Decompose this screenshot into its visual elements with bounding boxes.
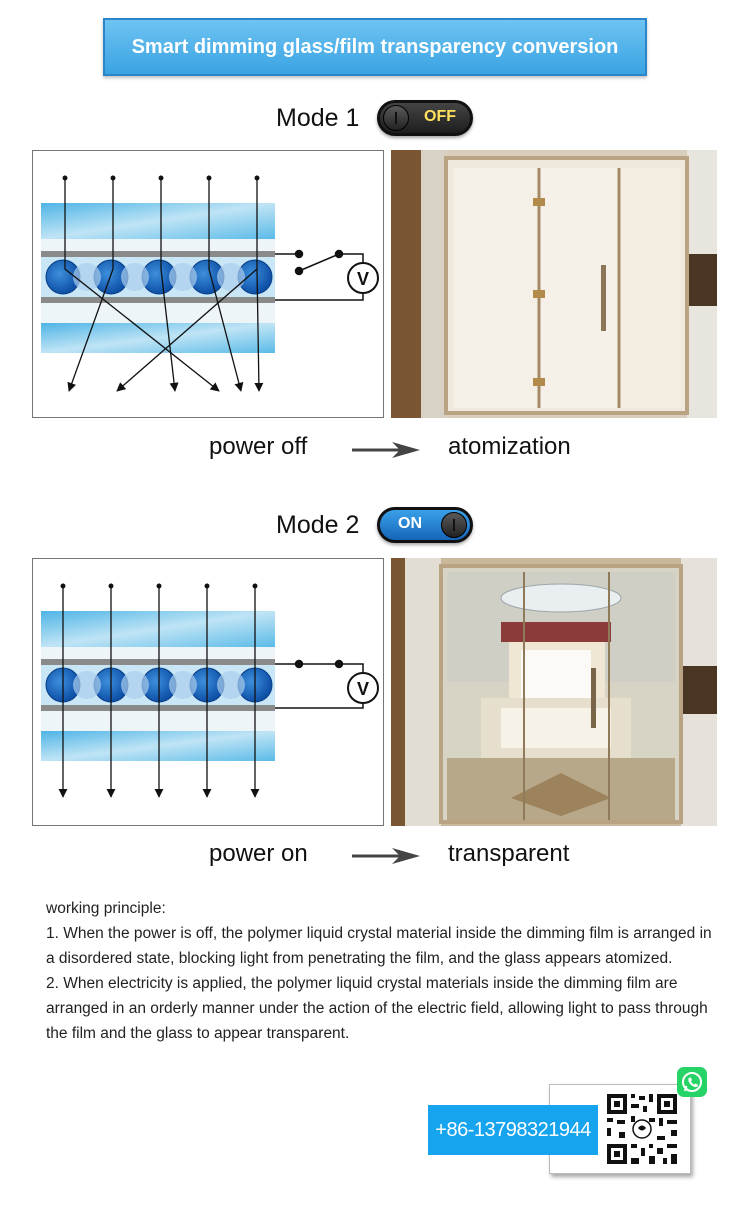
whatsapp-icon[interactable] — [677, 1067, 707, 1097]
power-on-diagram: V — [32, 558, 384, 826]
working-principle-section: working principle: 1. When the power is … — [46, 896, 716, 1046]
open-switch-circuit — [275, 249, 379, 301]
scattered-light-rays — [62, 175, 264, 392]
closed-switch-circuit — [275, 659, 379, 709]
principle-point-2: 2. When electricity is applied, the poly… — [46, 975, 708, 1042]
power-off-diagram: V — [32, 150, 384, 418]
frosted-glass-door-photo — [391, 150, 717, 418]
mode-2-label: Mode 2 — [276, 511, 360, 539]
phone-number: +86-13798321944 — [435, 1118, 591, 1141]
frosted-door-illustration — [391, 150, 717, 418]
transparent-caption: transparent — [448, 840, 570, 867]
ordered-crystal-diagram: V — [41, 583, 379, 798]
toggle-knob-icon — [383, 105, 409, 131]
voltmeter-label: V — [357, 679, 369, 699]
principle-heading: working principle: — [46, 900, 166, 917]
toggle-off-text: OFF — [424, 108, 456, 125]
power-on-caption: power on — [209, 840, 308, 867]
arrow-right-icon — [352, 442, 420, 458]
disordered-crystal-diagram: V — [41, 175, 379, 392]
mode-2-toggle-switch[interactable]: ON — [377, 507, 473, 543]
transparent-glass-door-photo — [391, 558, 717, 826]
arrow-right-icon — [352, 848, 420, 864]
liquid-crystal-droplets — [45, 259, 273, 295]
toggle-knob-icon — [441, 512, 467, 538]
mode-1-toggle-switch[interactable]: OFF — [377, 100, 473, 136]
page-title: Smart dimming glass/film transparency co… — [131, 35, 619, 58]
title-banner: Smart dimming glass/film transparency co… — [103, 18, 647, 76]
mode-1-label: Mode 1 — [276, 104, 360, 132]
voltmeter-label: V — [357, 269, 369, 289]
straight-light-rays — [58, 583, 260, 798]
principle-point-1: 1. When the power is off, the polymer li… — [46, 925, 712, 967]
atomization-caption: atomization — [448, 433, 571, 460]
power-off-caption: power off — [209, 433, 308, 460]
qr-code-icon[interactable] — [605, 1092, 679, 1166]
toggle-on-text: ON — [398, 515, 422, 532]
phone-number-badge[interactable]: +86-13798321944 — [428, 1105, 598, 1155]
transparent-door-illustration — [391, 558, 717, 826]
